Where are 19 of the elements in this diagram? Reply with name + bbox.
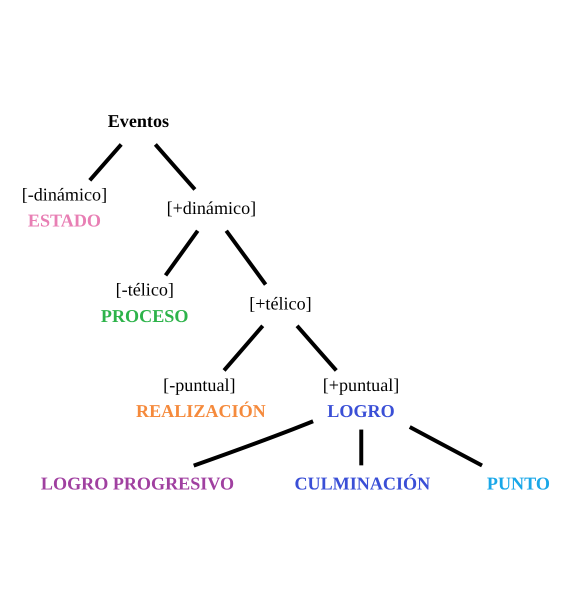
connector bbox=[154, 143, 196, 191]
node-text: Eventos bbox=[108, 111, 170, 132]
node-text: [-dinámico] ESTADO bbox=[22, 184, 108, 231]
connector bbox=[408, 425, 483, 468]
connector bbox=[193, 419, 314, 468]
node-text: CULMINACIÓN bbox=[294, 473, 430, 494]
connector bbox=[88, 143, 123, 182]
node-text: [+puntual] LOGRO bbox=[322, 374, 400, 421]
node-text: [+télico] bbox=[249, 293, 312, 314]
node-text: LOGRO PROGRESIVO bbox=[40, 473, 234, 494]
connector bbox=[164, 230, 200, 277]
node-text: PUNTO bbox=[486, 473, 550, 494]
connector bbox=[359, 430, 364, 466]
connector bbox=[224, 230, 268, 286]
connector bbox=[222, 324, 264, 372]
connector bbox=[296, 324, 338, 372]
node-text: [-puntual] REALIZACIÓN bbox=[136, 374, 266, 421]
node-text: [-télico] PROCESO bbox=[100, 280, 188, 326]
node-text: [+dinámico] bbox=[166, 198, 256, 218]
